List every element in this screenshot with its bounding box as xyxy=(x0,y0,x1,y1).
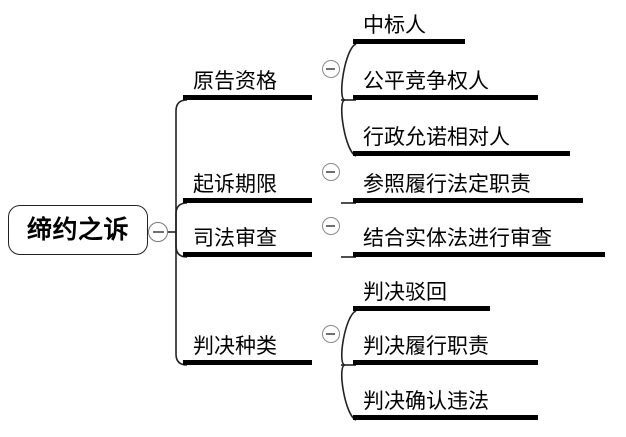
branch-node-3[interactable]: 司法审查 xyxy=(183,217,312,257)
leaf-node-4-1-label: 判决驳回 xyxy=(363,280,447,304)
leaf-node-4-3-label: 判决确认违法 xyxy=(363,389,489,413)
leaf-node-3-1[interactable]: 结合实体法进行审查 xyxy=(353,217,605,257)
leaf-node-4-2-label: 判决履行职责 xyxy=(363,334,489,358)
branch-3-collapse-toggle-icon[interactable] xyxy=(322,217,340,235)
leaf-node-2-1-bar xyxy=(353,198,583,203)
root-node[interactable]: 缔约之诉 xyxy=(8,205,148,255)
leaf-node-3-1-label: 结合实体法进行审查 xyxy=(363,226,552,250)
branch-node-2-bar xyxy=(183,198,312,203)
leaf-node-2-1-label: 参照履行法定职责 xyxy=(363,172,531,196)
branch-node-2-label: 起诉期限 xyxy=(193,172,277,196)
leaf-node-2-1[interactable]: 参照履行法定职责 xyxy=(353,163,583,203)
leaf-node-4-1-bar xyxy=(353,306,490,311)
leaf-node-1-1-label: 中标人 xyxy=(363,13,426,37)
leaf-node-4-2[interactable]: 判决履行职责 xyxy=(353,325,538,365)
branch-node-4-bar xyxy=(183,360,312,365)
leaf-node-4-3[interactable]: 判决确认违法 xyxy=(353,380,538,420)
branch-node-4[interactable]: 判决种类 xyxy=(183,325,312,365)
leaf-node-1-2[interactable]: 公平竞争权人 xyxy=(353,60,538,100)
leaf-node-1-2-bar xyxy=(353,95,538,100)
leaf-node-1-3-label: 行政允诺相对人 xyxy=(363,125,510,149)
branch-node-1[interactable]: 原告资格 xyxy=(183,60,312,100)
branch-2-collapse-toggle-icon[interactable] xyxy=(322,163,340,181)
branch-node-2[interactable]: 起诉期限 xyxy=(183,163,312,203)
leaf-node-1-2-label: 公平竞争权人 xyxy=(363,69,489,93)
branch-1-collapse-toggle-icon[interactable] xyxy=(322,60,340,78)
branch-node-4-label: 判决种类 xyxy=(193,334,277,358)
leaf-node-1-1-bar xyxy=(353,39,465,44)
branch-node-3-bar xyxy=(183,252,312,257)
leaf-node-1-3[interactable]: 行政允诺相对人 xyxy=(353,116,570,156)
leaf-node-4-1[interactable]: 判决驳回 xyxy=(353,271,490,311)
leaf-node-1-3-bar xyxy=(353,151,570,156)
leaf-node-3-1-bar xyxy=(353,252,605,257)
leaf-node-4-3-bar xyxy=(353,415,538,420)
branch-4-collapse-toggle-icon[interactable] xyxy=(322,325,340,343)
root-collapse-toggle-icon[interactable] xyxy=(148,222,168,242)
root-node-label: 缔约之诉 xyxy=(26,215,129,244)
branch-node-1-label: 原告资格 xyxy=(193,69,277,93)
leaf-node-1-1[interactable]: 中标人 xyxy=(353,4,465,44)
branch-node-3-label: 司法审查 xyxy=(193,226,277,250)
branch-node-1-bar xyxy=(183,95,312,100)
leaf-node-4-2-bar xyxy=(353,360,538,365)
